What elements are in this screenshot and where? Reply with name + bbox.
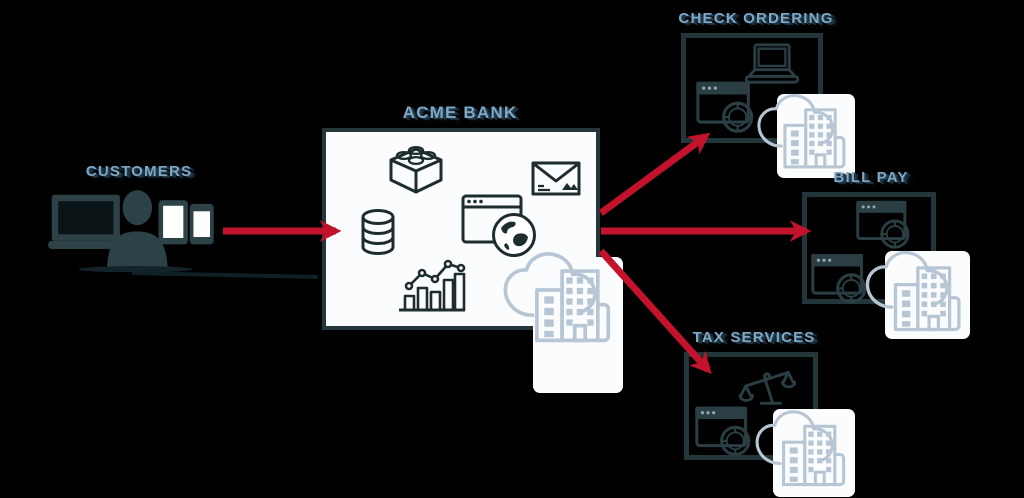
browser-coin-icon <box>695 80 757 135</box>
tax-services-box <box>684 352 818 460</box>
bill-pay-box <box>802 192 936 304</box>
check-ordering-box <box>681 33 823 143</box>
core-bank-label: ACME BANK <box>402 103 518 122</box>
lego-brick-icon <box>383 140 449 198</box>
bill-pay-label: BILL PAY <box>833 169 909 186</box>
browser-coin-icon <box>694 405 754 458</box>
arrow-core-to-check-ordering <box>598 132 711 216</box>
cloud-building-icon <box>752 90 856 178</box>
cloud-building-icon <box>860 247 972 341</box>
bar-chart-icon <box>397 256 467 314</box>
browser-coin-icon <box>855 199 913 251</box>
ground-shadow <box>131 271 319 279</box>
customers-devices-icon <box>48 180 223 272</box>
customers-label: CUSTOMERS <box>85 163 193 180</box>
cloud-building-icon <box>750 406 856 496</box>
check-ordering-label: CHECK ORDERING <box>678 10 834 27</box>
cloud-building-icon <box>497 248 623 353</box>
database-icon <box>359 208 397 256</box>
envelope-icon <box>531 161 581 196</box>
tax-services-label: TAX SERVICES <box>692 329 816 346</box>
